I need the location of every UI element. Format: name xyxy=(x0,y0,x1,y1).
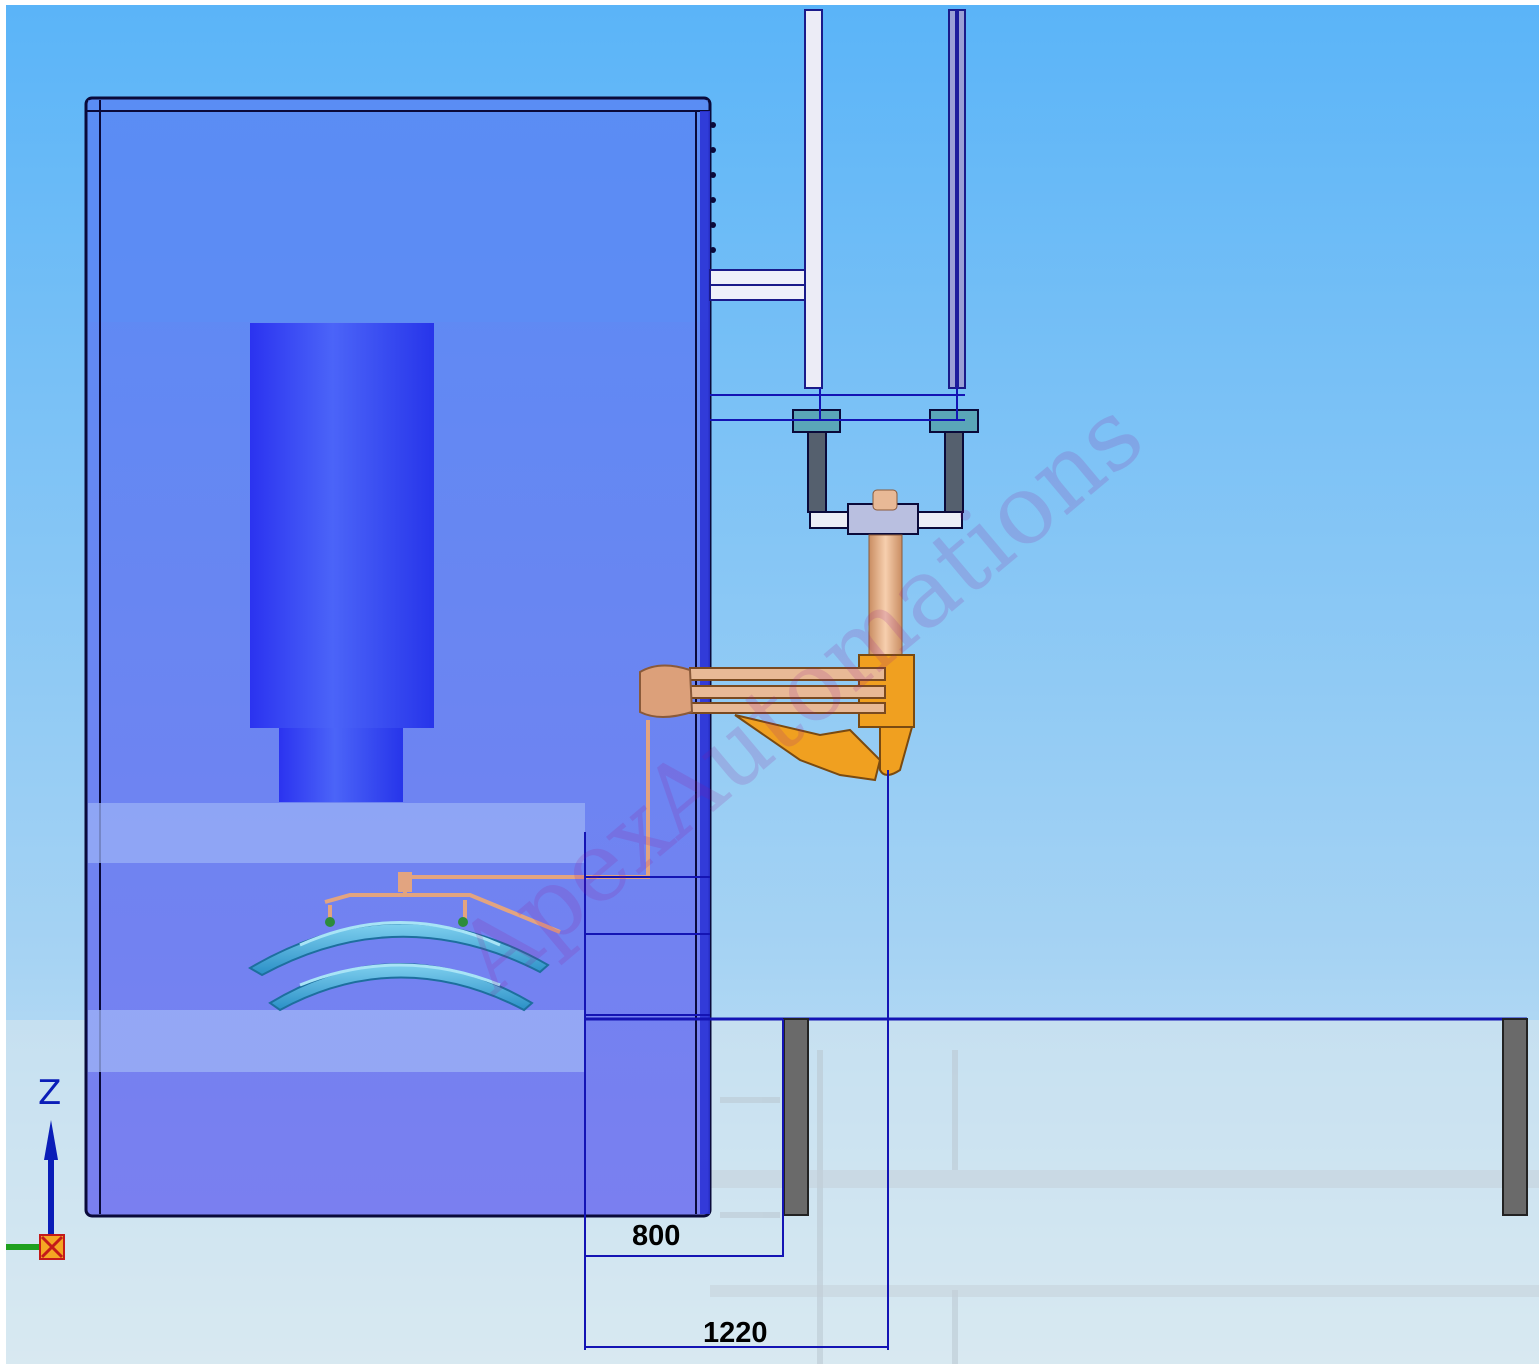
z-axis-label: Z xyxy=(38,1073,62,1113)
bolster-band-lower xyxy=(88,1010,585,1072)
robot-column xyxy=(868,534,903,661)
gantry-carriage-left xyxy=(792,409,841,513)
dimension-lines xyxy=(584,388,965,1350)
gantry-column-left xyxy=(804,9,823,389)
transfer-table xyxy=(584,1017,1528,1216)
gripper-pad xyxy=(325,917,335,927)
ram-upper xyxy=(250,323,434,728)
robot-actuator xyxy=(734,714,882,782)
gantry xyxy=(709,9,979,535)
transfer-robot xyxy=(639,489,915,782)
robot-forearm xyxy=(689,667,886,714)
leaf-spring-workpieces xyxy=(248,921,550,1012)
axis-triad xyxy=(6,1120,65,1260)
dimension-label-1220: 1220 xyxy=(703,1317,768,1349)
robot-wrist xyxy=(639,664,694,718)
press-rivets xyxy=(710,122,716,253)
table-leg-left xyxy=(783,1018,809,1216)
floor-reflection-ghosts xyxy=(720,1050,958,1364)
gripper-pad xyxy=(458,917,468,927)
ram-lower xyxy=(279,728,403,802)
table-leg-right xyxy=(1502,1018,1528,1216)
bolster-band-upper xyxy=(88,803,585,863)
dimension-label-800: 800 xyxy=(632,1220,681,1252)
press-ram xyxy=(250,323,434,802)
